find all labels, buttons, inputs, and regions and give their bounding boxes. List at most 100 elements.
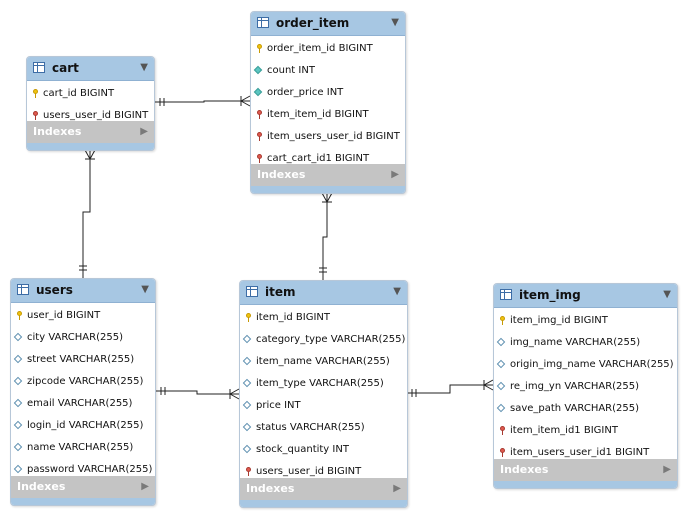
- one-marker: [411, 389, 417, 397]
- expand-arrow-icon[interactable]: ▶: [391, 169, 399, 180]
- table-header[interactable]: item_img ▼: [494, 284, 677, 308]
- column-icon: [13, 442, 23, 452]
- expand-arrow-icon[interactable]: ▶: [663, 464, 671, 475]
- collapse-arrow-icon[interactable]: ▼: [393, 286, 401, 297]
- column-row[interactable]: item_id BIGINT: [240, 307, 407, 329]
- column-row[interactable]: item_img_id BIGINT: [494, 310, 677, 332]
- table-title: cart: [52, 61, 79, 75]
- column-row[interactable]: item_type VARCHAR(255): [240, 373, 407, 395]
- column-name: item_img_id: [510, 315, 571, 326]
- column-icon: [13, 398, 23, 408]
- column-row[interactable]: order_item_id BIGINT: [251, 38, 405, 60]
- column-type: VARCHAR(255): [598, 359, 674, 370]
- column-name: email: [27, 398, 55, 409]
- column-row[interactable]: name VARCHAR(255): [11, 437, 155, 459]
- column-row[interactable]: item_item_id BIGINT: [251, 104, 405, 126]
- column-row[interactable]: category_type VARCHAR(255): [240, 329, 407, 351]
- column-name: order_price: [267, 87, 324, 98]
- column-name: price: [256, 400, 281, 411]
- column-row[interactable]: password VARCHAR(255): [11, 459, 155, 481]
- column-row[interactable]: item_name VARCHAR(255): [240, 351, 407, 373]
- column-icon: [496, 359, 506, 369]
- column-icon: [242, 356, 252, 366]
- indexes-label: Indexes: [257, 168, 306, 181]
- column-name: img_name: [510, 337, 563, 348]
- collapse-arrow-icon[interactable]: ▼: [663, 289, 671, 300]
- expand-arrow-icon[interactable]: ▶: [393, 483, 401, 494]
- column-row[interactable]: users_user_id BIGINT: [240, 461, 407, 483]
- column-row[interactable]: save_path VARCHAR(255): [494, 398, 677, 420]
- column-row[interactable]: zipcode VARCHAR(255): [11, 371, 155, 393]
- expand-arrow-icon[interactable]: ▶: [141, 481, 149, 492]
- column-name: stock_quantity: [256, 444, 330, 455]
- column-row[interactable]: cart_cart_id1 BIGINT: [251, 148, 405, 170]
- column-row[interactable]: stock_quantity INT: [240, 439, 407, 461]
- primary-key-icon: [499, 316, 506, 325]
- column-type: VARCHAR(255): [330, 334, 406, 345]
- column-name: cart_cart_id1: [267, 153, 332, 164]
- column-name: re_img_yn: [510, 381, 562, 392]
- indexes-label: Indexes: [17, 480, 66, 493]
- table-icon: [246, 286, 258, 297]
- column-icon: [13, 420, 23, 430]
- relationship-line-item-item-img: [407, 384, 493, 394]
- column-name: item_users_user_id1: [510, 447, 612, 458]
- column-name: cart_id: [43, 88, 77, 99]
- indexes-section[interactable]: Indexes ▶: [494, 459, 677, 481]
- column-row[interactable]: item_users_user_id1 BIGINT: [494, 442, 677, 464]
- column-row[interactable]: price INT: [240, 395, 407, 417]
- column-row[interactable]: item_item_id1 BIGINT: [494, 420, 677, 442]
- column-icon: [242, 444, 252, 454]
- column-type: BIGINT: [114, 110, 149, 121]
- column-row[interactable]: order_price INT: [251, 82, 405, 104]
- table-footer: [11, 498, 155, 505]
- column-row[interactable]: status VARCHAR(255): [240, 417, 407, 439]
- collapse-arrow-icon[interactable]: ▼: [141, 284, 149, 295]
- indexes-section[interactable]: Indexes ▶: [11, 476, 155, 498]
- table-header[interactable]: order_item ▼: [251, 12, 405, 36]
- column-name: zipcode: [27, 376, 66, 387]
- table-header[interactable]: item ▼: [240, 281, 407, 305]
- column-row[interactable]: re_img_yn VARCHAR(255): [494, 376, 677, 398]
- column-name: category_type: [256, 334, 328, 345]
- indexes-section[interactable]: Indexes ▶: [251, 164, 405, 186]
- expand-arrow-icon[interactable]: ▶: [140, 126, 148, 137]
- indexes-section[interactable]: Indexes ▶: [27, 121, 154, 143]
- column-type: VARCHAR(255): [68, 376, 144, 387]
- column-name: status: [256, 422, 287, 433]
- column-type: INT: [298, 65, 315, 76]
- column-name: item_name: [256, 356, 312, 367]
- indexes-section[interactable]: Indexes ▶: [240, 478, 407, 500]
- column-type: VARCHAR(255): [59, 354, 135, 365]
- column-type: BIGINT: [583, 425, 618, 436]
- column-row[interactable]: email VARCHAR(255): [11, 393, 155, 415]
- column-row[interactable]: origin_img_name VARCHAR(255): [494, 354, 677, 376]
- column-name: item_type: [256, 378, 306, 389]
- table-icon: [257, 17, 269, 28]
- table-header[interactable]: users ▼: [11, 279, 155, 303]
- column-row[interactable]: login_id VARCHAR(255): [11, 415, 155, 437]
- column-row[interactable]: user_id BIGINT: [11, 305, 155, 327]
- collapse-arrow-icon[interactable]: ▼: [140, 62, 148, 73]
- column-name: users_user_id: [256, 466, 324, 477]
- column-row[interactable]: street VARCHAR(255): [11, 349, 155, 371]
- column-row[interactable]: count INT: [251, 60, 405, 82]
- many-marker: [229, 388, 240, 400]
- table-header[interactable]: cart ▼: [27, 57, 154, 81]
- column-row[interactable]: users_user_id BIGINT: [27, 105, 154, 127]
- column-icon: [496, 337, 506, 347]
- collapse-arrow-icon[interactable]: ▼: [391, 17, 399, 28]
- column-type: BIGINT: [66, 310, 101, 321]
- column-row[interactable]: city VARCHAR(255): [11, 327, 155, 349]
- column-row[interactable]: img_name VARCHAR(255): [494, 332, 677, 354]
- column-type: BIGINT: [334, 109, 369, 120]
- column-row[interactable]: item_users_user_id BIGINT: [251, 126, 405, 148]
- column-row[interactable]: cart_id BIGINT: [27, 83, 154, 105]
